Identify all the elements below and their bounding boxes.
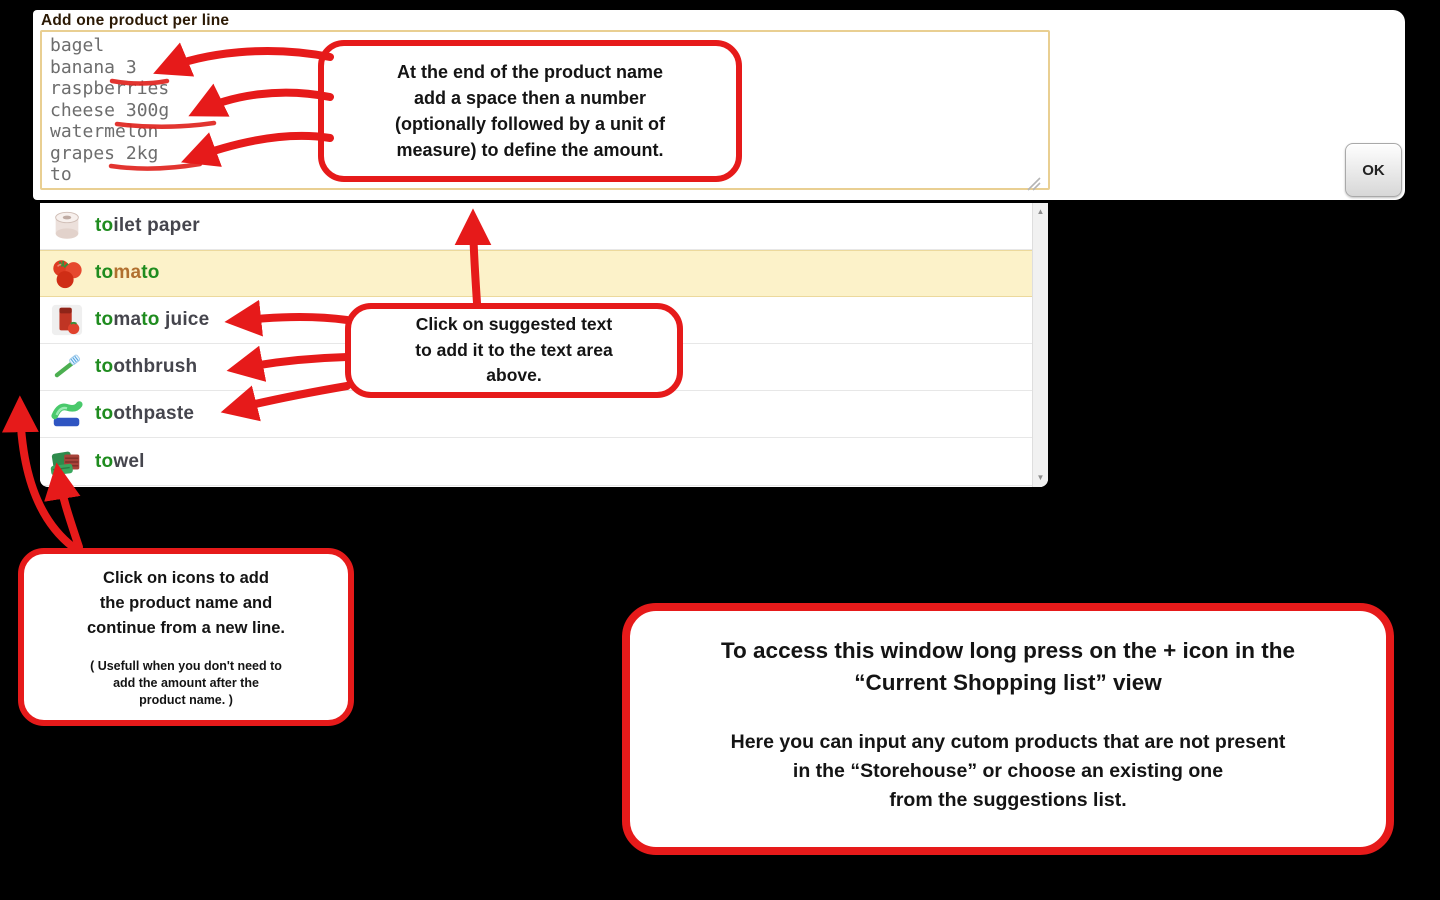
- toothpaste-icon[interactable]: [48, 395, 86, 433]
- suggestion-label: toilet paper: [95, 215, 200, 237]
- scroll-down-icon[interactable]: ▼: [1036, 473, 1045, 482]
- suggestion-row-towel[interactable]: towel: [40, 438, 1033, 486]
- suggestion-label: tomato juice: [95, 308, 210, 330]
- suggestion-row-toothpaste[interactable]: toothpaste: [40, 391, 1033, 439]
- callout-access-title: To access this window long press on the …: [720, 638, 1296, 695]
- scroll-up-icon[interactable]: ▲: [1036, 207, 1045, 216]
- callout-amount-text: At the end of the product name add a spa…: [395, 62, 665, 160]
- suggestion-label: tomato: [95, 262, 160, 284]
- callout-suggest-text: Click on suggested text to add it to the…: [415, 314, 613, 386]
- ok-button[interactable]: OK: [1345, 143, 1402, 197]
- list-scrollbar[interactable]: ▲ ▼: [1032, 203, 1048, 487]
- callout-amount-hint: At the end of the product name add a spa…: [318, 40, 742, 182]
- callout-icons-main: Click on icons to add the product name a…: [86, 568, 286, 637]
- toilet-paper-icon[interactable]: [48, 207, 86, 245]
- towel-icon[interactable]: [48, 443, 86, 481]
- callout-access-body: Here you can input any cutom products th…: [730, 731, 1286, 811]
- suggestion-label: toothpaste: [95, 403, 195, 425]
- tomato-juice-icon[interactable]: [48, 301, 86, 339]
- callout-access-hint: To access this window long press on the …: [622, 603, 1394, 855]
- suggestion-row-toilet-paper[interactable]: toilet paper: [40, 203, 1033, 251]
- suggestion-row-tomato[interactable]: tomato: [40, 250, 1033, 297]
- tomato-icon[interactable]: [48, 254, 86, 292]
- callout-icons-hint: Click on icons to add the product name a…: [18, 548, 354, 726]
- callout-suggested-text-hint: Click on suggested text to add it to the…: [345, 303, 683, 398]
- callout-icons-note: ( Usefull when you don't need to add the…: [90, 658, 282, 707]
- toothbrush-icon[interactable]: [48, 348, 86, 386]
- panel-title: Add one product per line: [41, 12, 230, 29]
- suggestion-label: towel: [95, 450, 145, 472]
- suggestion-label: toothbrush: [95, 356, 198, 378]
